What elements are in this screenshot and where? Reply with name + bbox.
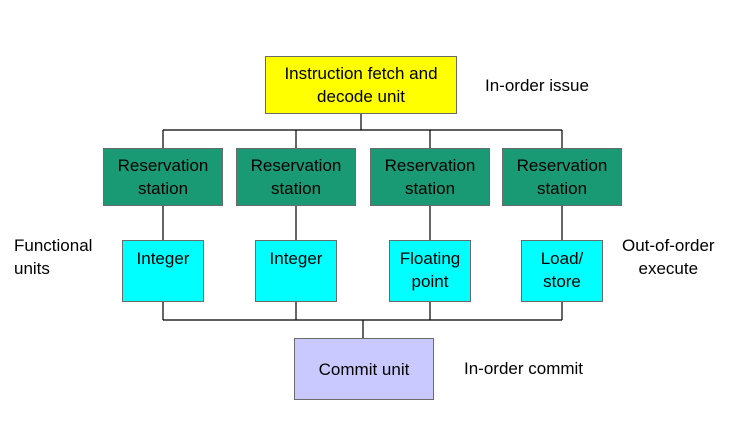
functional-unit-integer-2: Integer bbox=[255, 240, 337, 302]
in-order-issue-label: In-order issue bbox=[485, 76, 589, 95]
functional-units-label: Functional units bbox=[14, 236, 93, 278]
out-of-order-execute-label: Out-of-order execute bbox=[622, 236, 715, 278]
functional-unit-load-store: Load/ store bbox=[521, 240, 603, 302]
functional-unit-integer-1: Integer bbox=[122, 240, 204, 302]
reservation-station-1: Reservation station bbox=[103, 148, 223, 206]
commit-unit: Commit unit bbox=[294, 338, 434, 400]
in-order-commit-label: In-order commit bbox=[464, 359, 584, 378]
functional-unit-floating-point: Floating point bbox=[389, 240, 471, 302]
fetch-decode-unit: Instruction fetch and decode unit bbox=[265, 56, 457, 114]
reservation-station-3: Reservation station bbox=[370, 148, 490, 206]
reservation-station-2: Reservation station bbox=[236, 148, 356, 206]
reservation-station-4: Reservation station bbox=[502, 148, 622, 206]
